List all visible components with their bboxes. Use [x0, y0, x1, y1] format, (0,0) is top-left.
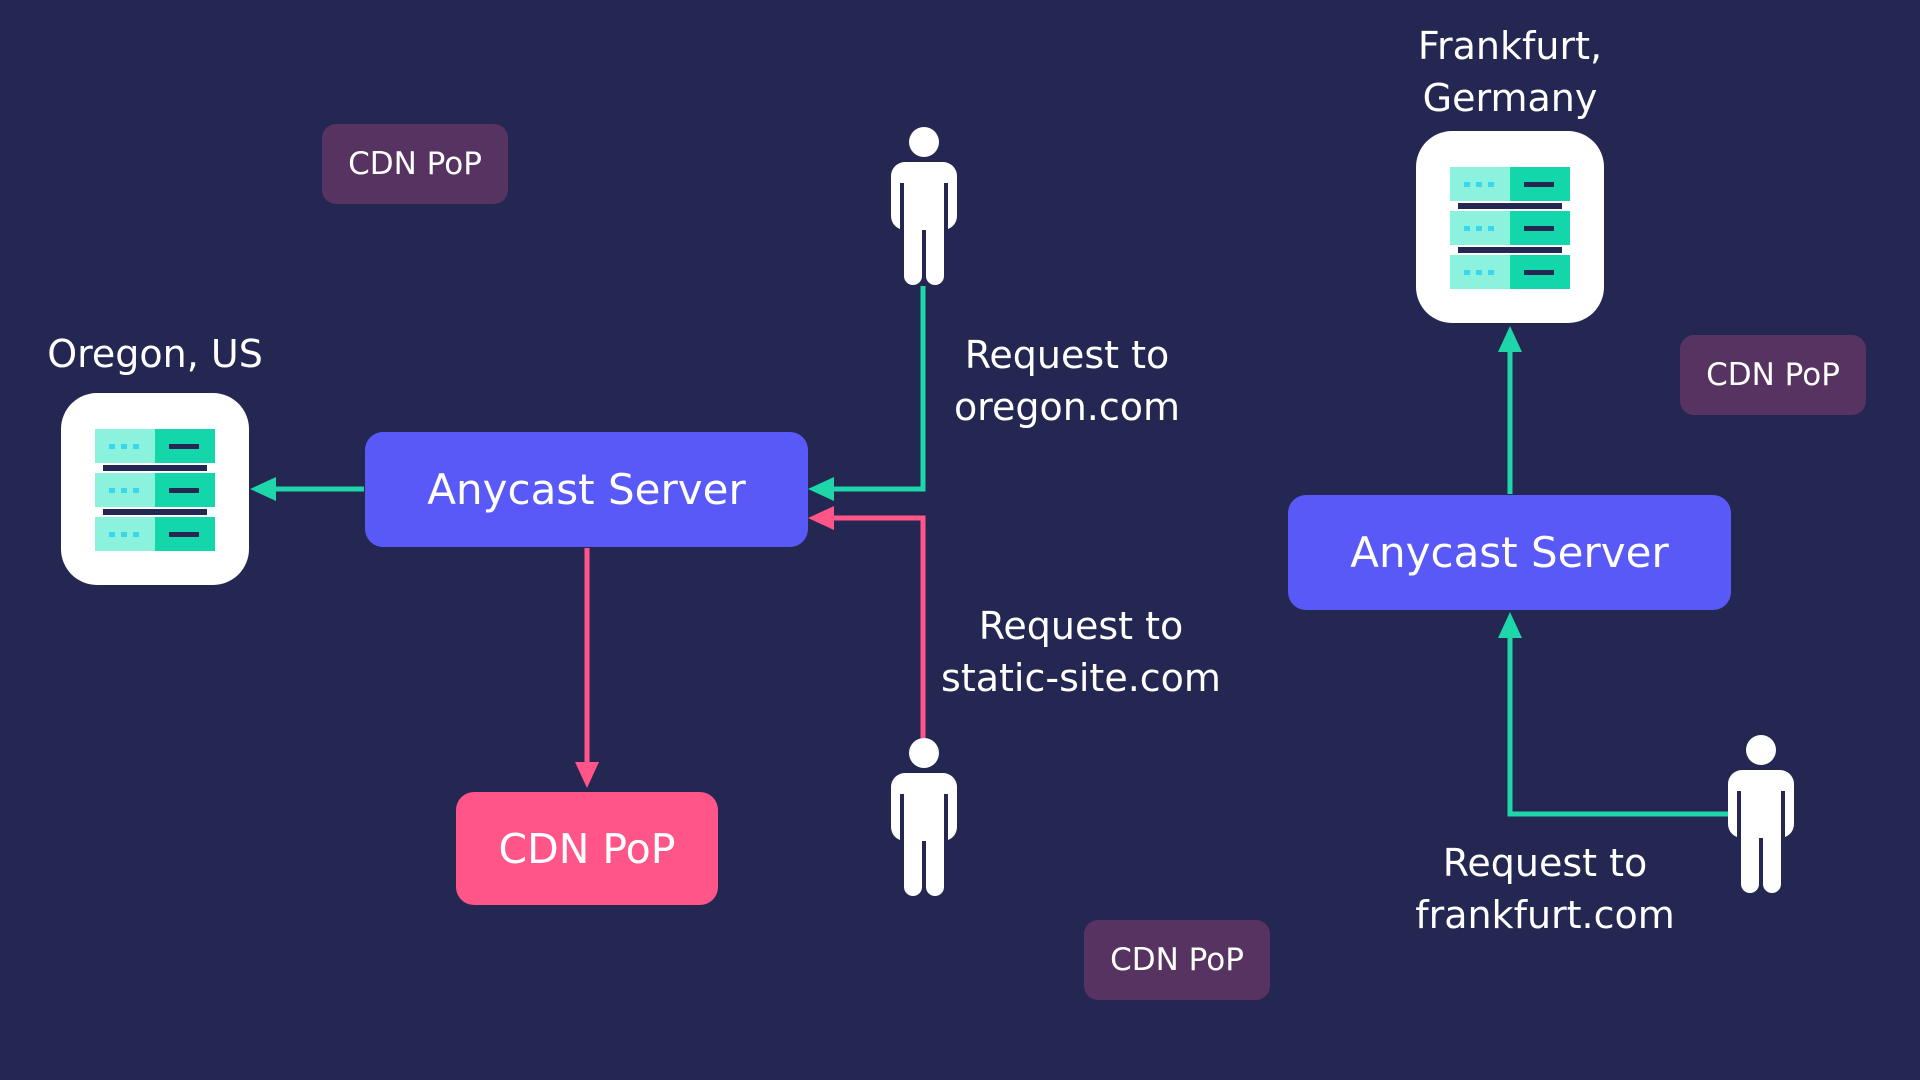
- arrow-static-site-request: [808, 506, 926, 738]
- cdn-pop-label: CDN PoP: [498, 824, 676, 873]
- person-icon: [891, 736, 957, 896]
- cdn-pop-label: CDN PoP: [1706, 357, 1840, 393]
- arrow-oregon-request: [808, 286, 926, 501]
- request-frankfurt-line2: frankfurt.com: [1415, 893, 1675, 937]
- anycast-server-label: Anycast Server: [427, 465, 746, 514]
- person-icon: [1728, 733, 1794, 893]
- anycast-server-label: Anycast Server: [1350, 528, 1669, 577]
- arrow-anycast-to-cdn-pop: [575, 548, 599, 788]
- arrow-anycast-to-frankfurt: [1498, 326, 1522, 494]
- person-icon: [891, 125, 957, 285]
- anycast-server-right: Anycast Server: [1288, 495, 1731, 610]
- location-label-frankfurt: Frankfurt, Germany: [1370, 20, 1650, 124]
- request-static-line2: static-site.com: [941, 656, 1221, 700]
- location-label-oregon: Oregon, US: [40, 328, 270, 380]
- arrow-anycast-to-oregon: [250, 477, 364, 501]
- request-label-oregon: Request to oregon.com: [927, 329, 1207, 433]
- cdn-pop-right: CDN PoP: [1680, 335, 1866, 415]
- cdn-pop-highlighted: CDN PoP: [456, 792, 718, 905]
- cdn-pop-label: CDN PoP: [348, 146, 482, 182]
- cdn-pop-top-left: CDN PoP: [322, 124, 508, 204]
- location-frankfurt-line1: Frankfurt,: [1417, 24, 1603, 68]
- cdn-pop-label: CDN PoP: [1110, 942, 1244, 978]
- request-frankfurt-line1: Request to: [1442, 841, 1648, 885]
- request-label-static-site: Request to static-site.com: [921, 600, 1241, 704]
- request-label-frankfurt: Request to frankfurt.com: [1395, 837, 1695, 941]
- anycast-server-left: Anycast Server: [365, 432, 808, 547]
- arrow-frankfurt-request: [1498, 612, 1730, 817]
- cdn-pop-bottom-middle: CDN PoP: [1084, 920, 1270, 1000]
- location-frankfurt-line2: Germany: [1422, 76, 1598, 120]
- request-static-line1: Request to: [978, 604, 1184, 648]
- request-oregon-line2: oregon.com: [953, 385, 1181, 429]
- request-oregon-line1: Request to: [964, 333, 1170, 377]
- server-rack-icon: [61, 393, 249, 585]
- location-oregon-text: Oregon, US: [47, 332, 263, 376]
- server-rack-icon: [1416, 131, 1604, 323]
